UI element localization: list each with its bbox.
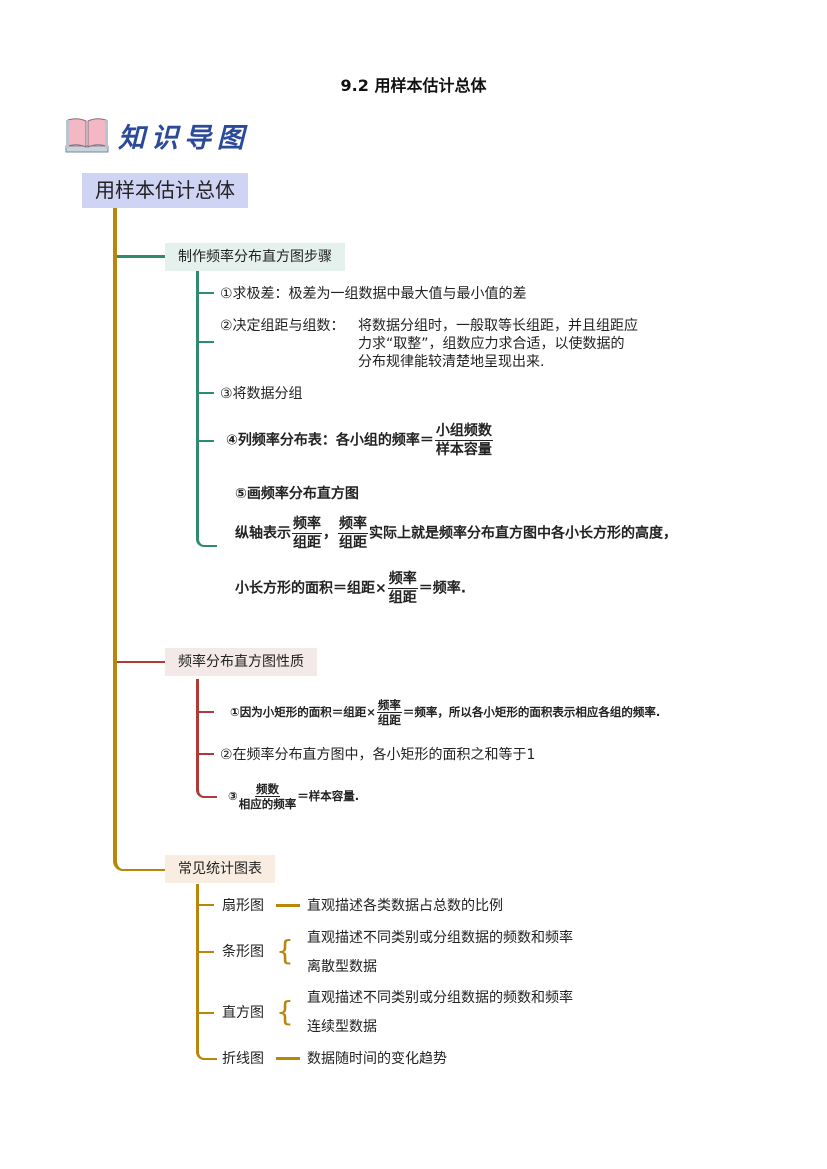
logo-text: 知识导图 (118, 123, 250, 154)
property-1: ①因为小矩形的面积＝组距×频率组距＝频率，所以各小矩形的面积表示相应各组的频率. (230, 698, 660, 727)
denominator: 样本容量 (435, 442, 492, 458)
branch-properties: 频率分布直方图性质 (165, 648, 317, 676)
property-2: ②在频率分布直方图中，各小矩形的面积之和等于1 (220, 747, 536, 763)
step-4-text: ④列频率分布表：各小组的频率＝ (226, 432, 434, 449)
chart-desc: 连续型数据 (307, 1019, 377, 1035)
steps-subtrunk (196, 271, 217, 547)
connector-branch1 (117, 255, 165, 258)
charts-subtrunk (196, 884, 217, 1060)
chart-desc: 离散型数据 (307, 959, 377, 975)
numerator: 频率 (338, 516, 368, 534)
page-title: 9.2 用样本估计总体 (340, 76, 487, 95)
chart-type-bar: 条形图 (222, 944, 264, 960)
chart-desc: 直观描述不同类别或分组数据的频数和频率 (307, 990, 573, 1006)
step-2-line: 力求“取整”，组数应力求合适，以使数据的 (358, 336, 625, 352)
denominator: 组距 (339, 535, 367, 551)
tick (199, 1012, 214, 1014)
step-1: ①求极差：极差为一组数据中最大值与最小值的差 (220, 286, 527, 302)
step-3: ③将数据分组 (220, 386, 303, 402)
connector-branch3 (113, 848, 169, 871)
numerator: 频率 (376, 698, 402, 713)
main-trunk (113, 208, 117, 858)
denominator: 组距 (388, 590, 417, 606)
fraction: 频率组距 (338, 515, 368, 552)
fraction: 频率组距 (376, 698, 402, 727)
chart-type-histogram: 直方图 (222, 1005, 264, 1021)
branch-steps: 制作频率分布直方图步骤 (165, 243, 345, 271)
tick (199, 440, 214, 442)
tick (199, 711, 214, 713)
chart-desc: 直观描述不同类别或分组数据的频数和频率 (307, 930, 573, 946)
text: 小长方形的面积＝组距× (235, 580, 387, 597)
step-2-head: ②决定组距与组数： (220, 318, 345, 334)
tick (199, 392, 214, 394)
connector (276, 1057, 300, 1060)
branch-charts: 常见统计图表 (165, 855, 275, 883)
denominator: 相应的频率 (238, 797, 297, 811)
fraction: 小组频数样本容量 (434, 422, 493, 459)
text: ＝样本容量. (297, 789, 360, 803)
text: ＝频率，所以各小矩形的面积表示相应各组的频率. (402, 705, 661, 719)
step-5-line-1: 纵轴表示频率组距，频率组距实际上就是频率分布直方图中各小长方形的高度， (235, 515, 677, 552)
connector (276, 904, 300, 907)
text: 实际上就是频率分布直方图中各小长方形的高度， (369, 525, 677, 542)
chart-type-pie: 扇形图 (222, 898, 264, 914)
brace-icon: { (276, 995, 294, 1028)
numerator: 频数 (255, 782, 280, 797)
text: ， (323, 525, 337, 542)
chart-desc: 数据随时间的变化趋势 (307, 1051, 447, 1067)
step-4: ④列频率分布表：各小组的频率＝小组频数样本容量 (226, 422, 494, 459)
chart-desc: 直观描述各类数据占总数的比例 (307, 898, 503, 914)
connector-branch2 (117, 661, 165, 663)
text: ①因为小矩形的面积＝组距× (230, 705, 376, 719)
denominator: 组距 (293, 535, 321, 551)
brace-icon: { (276, 934, 294, 967)
step-5-line-2: 小长方形的面积＝组距×频率组距＝频率. (235, 570, 466, 607)
numerator: 小组频数 (434, 423, 493, 441)
root-node: 用样本估计总体 (82, 173, 248, 208)
properties-subtrunk (196, 679, 217, 798)
fraction: 频数相应的频率 (239, 782, 297, 811)
text: 纵轴表示 (235, 525, 291, 542)
tick (199, 951, 214, 953)
tick (199, 341, 214, 343)
fraction: 频率组距 (292, 515, 322, 552)
numerator: 频率 (292, 516, 322, 534)
tick (199, 904, 214, 906)
book-icon (64, 116, 110, 160)
numerator: 频率 (387, 571, 418, 589)
tick (199, 292, 214, 294)
denominator: 组距 (377, 713, 401, 727)
text: ＝频率. (418, 580, 467, 597)
step-2-line: 分布规律能较清楚地呈现出来. (358, 354, 545, 370)
step-5: ⑤画频率分布直方图 (235, 486, 359, 502)
tick (199, 753, 214, 755)
step-2-line: 将数据分组时，一般取等长组距，并且组距应 (358, 318, 638, 334)
fraction: 频率组距 (387, 570, 418, 607)
text: ③ (228, 789, 238, 803)
chart-type-line: 折线图 (222, 1051, 264, 1067)
